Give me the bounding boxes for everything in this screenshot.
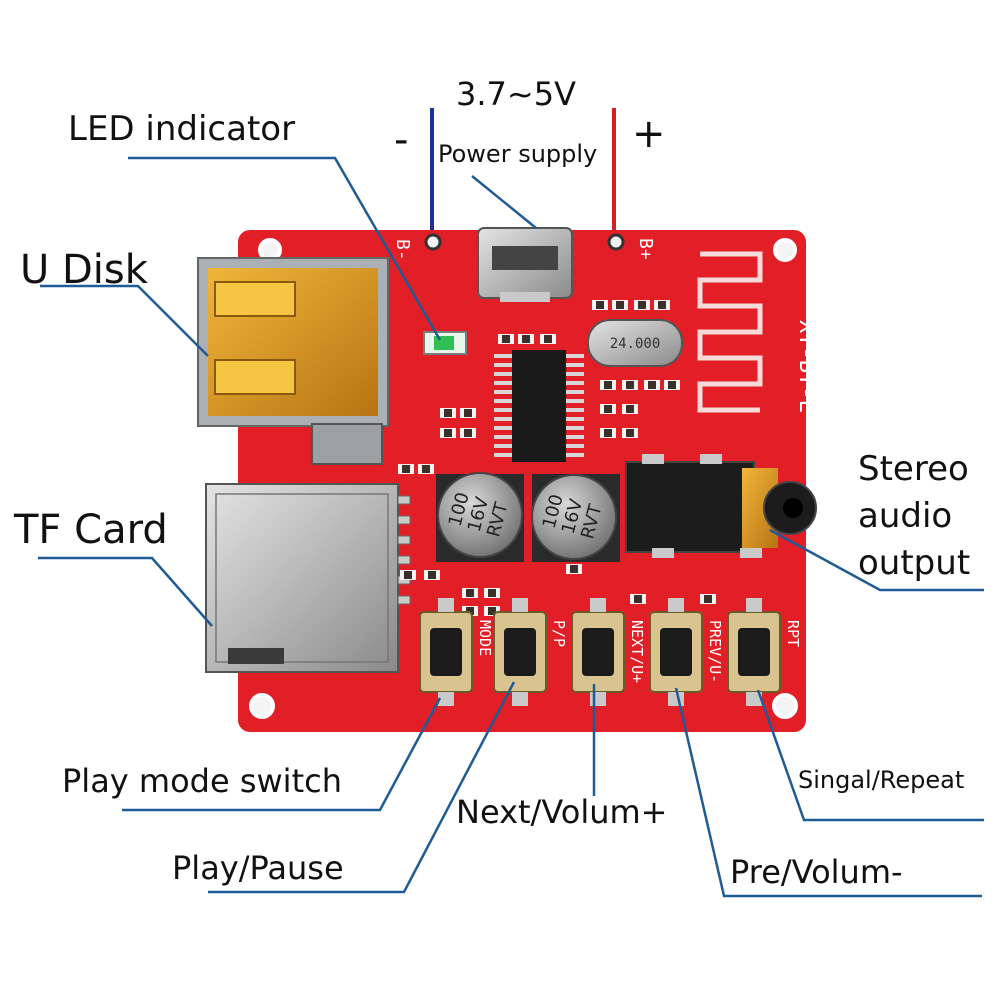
pad-positive-silk: B+ (635, 238, 656, 260)
smd-part (700, 594, 716, 604)
antenna-trace (697, 251, 763, 413)
smd-part (600, 380, 616, 390)
led-indicator-label: LED indicator (68, 109, 296, 149)
smd-part (612, 300, 628, 310)
leader-tf (38, 556, 213, 627)
smd-part (400, 570, 416, 580)
tf-card-slot (205, 483, 411, 673)
push-button: P/P (493, 598, 568, 706)
smd-part (462, 588, 478, 598)
leader-rep (756, 689, 984, 822)
svg-text:10016VRVT: 10016VRVT (445, 489, 513, 540)
micro-usb-jack (477, 227, 573, 302)
smd-part (418, 464, 434, 474)
push-buttons: MODE P/P NEXT/U+ PREV/U- RPT (419, 598, 802, 706)
smd-part (460, 428, 476, 438)
leader-udisk (40, 284, 209, 357)
push-button: NEXT/U+ (571, 598, 646, 706)
main-ic (494, 350, 584, 462)
smd-part (462, 606, 478, 616)
button-silk-label: P/P (550, 620, 568, 647)
positive-pad (607, 233, 625, 251)
power-supply-label: Power supply (438, 140, 598, 168)
positive-sign: + (632, 111, 666, 157)
play-mode-switch-label: Play mode switch (62, 762, 342, 800)
audio-jack (625, 454, 817, 558)
smd-part (540, 334, 556, 344)
voltage-label: 3.7~5V (456, 75, 576, 113)
smd-part (622, 428, 638, 438)
smd-part (592, 300, 608, 310)
smd-part (566, 564, 582, 574)
negative-sign: - (394, 117, 409, 163)
smd-part (440, 428, 456, 438)
usb-port (197, 257, 389, 465)
smd-part (630, 594, 646, 604)
leader-led (128, 156, 442, 341)
smd-part (600, 428, 616, 438)
smd-components (398, 300, 716, 616)
button-silk-label: PREV/U- (706, 620, 724, 683)
smd-part (622, 380, 638, 390)
smd-part (622, 404, 638, 414)
capacitor-right: 10016VRVT (531, 474, 620, 562)
model-silk: XY-BT-L (794, 320, 819, 413)
smd-part (634, 300, 650, 310)
single-repeat-label: Singal/Repeat (798, 766, 965, 794)
button-silk-label: RPT (784, 620, 802, 647)
next-volume-up-label: Next/Volum+ (456, 793, 668, 831)
capacitor-left: 10016VRVT (436, 472, 524, 562)
push-button: RPT (727, 598, 802, 706)
smd-part (424, 570, 440, 580)
smd-part (644, 380, 660, 390)
leader-pre (674, 687, 982, 898)
smd-part (398, 464, 414, 474)
leader-power (471, 175, 537, 229)
smd-part (440, 408, 456, 418)
smd-part (498, 334, 514, 344)
play-pause-label: Play/Pause (172, 849, 344, 887)
tf-card-label: TF Card (14, 507, 168, 553)
negative-pad (424, 233, 442, 251)
smd-part (654, 300, 670, 310)
crystal-label: 24.000 (610, 336, 661, 352)
button-silk-label: NEXT/U+ (628, 620, 646, 683)
crystal-oscillator: 24.000 (587, 319, 683, 367)
smd-part (460, 408, 476, 418)
smd-part (518, 334, 534, 344)
leader-stereo (769, 528, 984, 592)
leader-pp (208, 681, 516, 894)
push-button: MODE (419, 598, 494, 706)
smd-part (484, 588, 500, 598)
mounting-holes (249, 238, 798, 719)
pad-negative-silk: B- (392, 239, 413, 261)
button-silk-label: MODE (476, 620, 494, 656)
smd-part (600, 404, 616, 414)
stereo-audio-output-label: Stereo audio output (858, 449, 971, 583)
smd-part (664, 380, 680, 390)
u-disk-label: U Disk (20, 247, 148, 293)
smd-part (484, 606, 500, 616)
leader-mode (122, 697, 442, 812)
pre-volume-down-label: Pre/Volum- (730, 853, 903, 891)
leader-lines (38, 156, 984, 898)
